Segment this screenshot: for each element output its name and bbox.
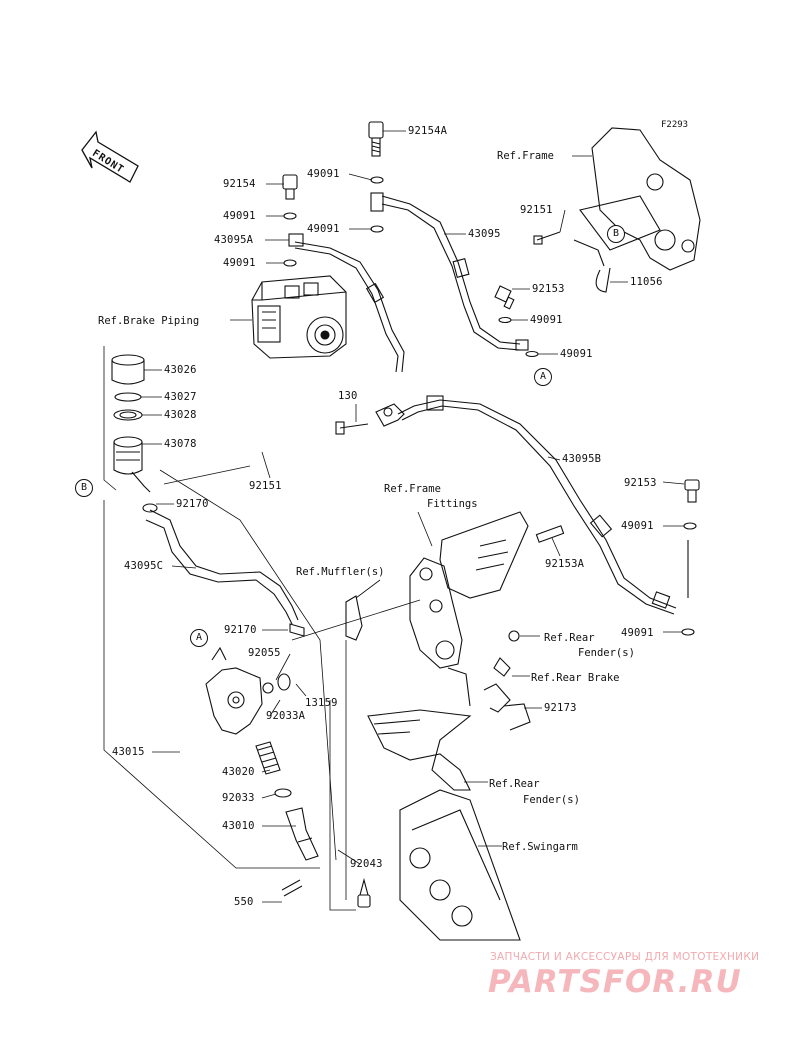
brake-hose-upper	[288, 233, 405, 373]
part-label: 92153	[624, 477, 657, 489]
part-label: 43020	[222, 766, 255, 778]
callout-b-lower: B	[75, 479, 93, 497]
banjo-bolt-92153-top	[494, 285, 515, 310]
reservoir-hose	[142, 503, 305, 637]
part-label: 43026	[164, 364, 197, 376]
part-label: 92033	[222, 792, 255, 804]
rear-brake-rod	[447, 630, 531, 731]
ref-rear-fender-1-line1: Ref.Rear	[544, 632, 595, 644]
watermark-caption: ЗАПЧАСТИ И АКСЕССУАРЫ ДЛЯ МОТОТЕХНИКИ	[490, 951, 760, 963]
brake-hose-43095B	[397, 395, 677, 615]
rear-fender	[367, 709, 472, 791]
clevis-43010	[285, 807, 319, 861]
bolt-92154	[282, 174, 298, 200]
ref-swingarm: Ref.Swingarm	[502, 841, 578, 853]
reservoir-tank	[113, 436, 151, 493]
callout-b-upper: B	[607, 225, 625, 243]
part-label: 43010	[222, 820, 255, 832]
part-label: 13159	[305, 697, 338, 709]
frame-fitting-bracket	[409, 511, 529, 669]
ref-frame-fittings-line1: Ref.Frame	[384, 483, 441, 495]
part-label: 92043	[350, 858, 383, 870]
part-label: 43095	[468, 228, 501, 240]
ref-rear-fender-2-line2: Fender(s)	[523, 794, 580, 806]
part-label: 49091	[560, 348, 593, 360]
part-label: 43015	[112, 746, 145, 758]
part-label: 92154A	[408, 125, 448, 137]
part-label: 92170	[176, 498, 209, 510]
part-label: 11056	[630, 276, 663, 288]
banjo-bolt-92153-right	[684, 479, 700, 503]
bolt-92154A	[368, 121, 384, 157]
swingarm	[399, 789, 521, 941]
pin-92043	[357, 877, 371, 908]
master-cylinder	[205, 646, 291, 735]
part-label: 43095A	[214, 234, 254, 246]
ref-frame-fittings-line2: Fittings	[427, 498, 478, 510]
ref-muffler: Ref.Muffler(s)	[296, 566, 385, 578]
part-label: 49091	[621, 520, 654, 532]
part-label: 43078	[164, 438, 197, 450]
banjo-bolt-130	[335, 403, 405, 435]
frame-bracket	[573, 127, 701, 293]
ref-frame: Ref.Frame	[497, 150, 554, 162]
part-label: 92173	[544, 702, 577, 714]
part-label: 49091	[307, 223, 340, 235]
part-label: 43095B	[562, 453, 602, 465]
part-label: 43028	[164, 409, 197, 421]
leader-lines	[103, 130, 685, 911]
ref-rear-fender-2-line1: Ref.Rear	[489, 778, 540, 790]
part-label: 43095C	[124, 560, 164, 572]
callout-a-lower: A	[190, 629, 208, 647]
part-label: 92151	[520, 204, 553, 216]
push-rod	[255, 741, 281, 775]
reservoir-cap	[111, 354, 145, 385]
part-label: 49091	[223, 257, 256, 269]
ref-rear-brake: Ref.Rear Brake	[531, 672, 620, 684]
part-label: 43027	[164, 391, 197, 403]
part-label: 92153A	[545, 558, 585, 570]
ref-brake-piping: Ref.Brake Piping	[98, 315, 200, 327]
part-label: 49091	[621, 627, 654, 639]
muffler-bracket	[345, 595, 363, 641]
part-label: 92033A	[266, 710, 306, 722]
part-label: 49091	[530, 314, 563, 326]
part-label: 92151	[249, 480, 282, 492]
part-label: 92055	[248, 647, 281, 659]
part-label: 130	[338, 390, 358, 402]
part-label: 49091	[307, 168, 340, 180]
part-label: 92154	[223, 178, 256, 190]
callout-a-upper: A	[534, 368, 552, 386]
diagram-code: F2293	[661, 120, 689, 130]
part-label: 550	[234, 896, 254, 908]
front-arrow-icon	[81, 130, 139, 183]
part-label: 92153	[532, 283, 565, 295]
part-label: 49091	[223, 210, 256, 222]
part-label: 92170	[224, 624, 257, 636]
abs-unit	[251, 275, 347, 359]
watermark-brand[interactable]: PARTSFOR.RU	[488, 964, 742, 1000]
brake-hose-43095	[370, 192, 529, 351]
ref-rear-fender-1-line2: Fender(s)	[578, 647, 635, 659]
